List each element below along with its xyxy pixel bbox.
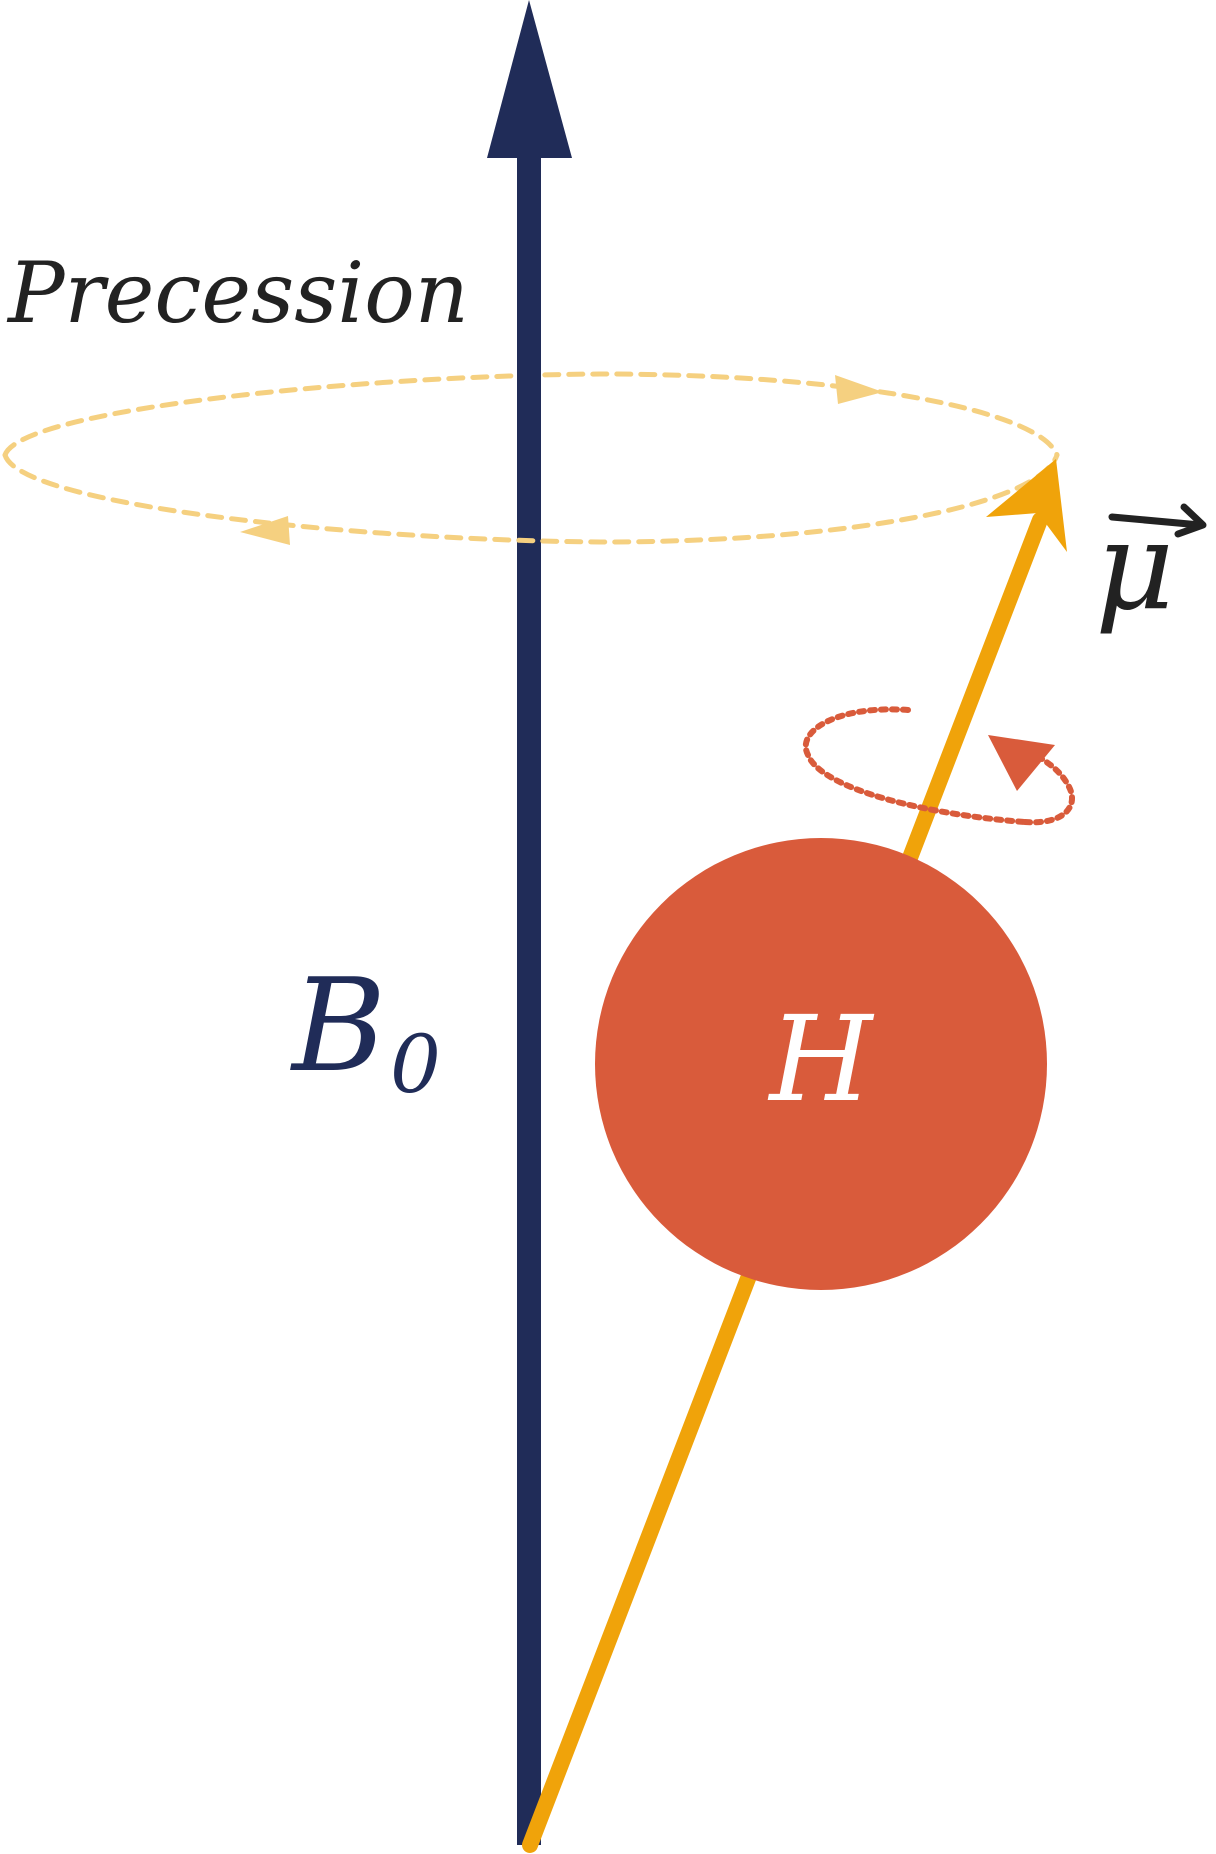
spin-direction-arrowhead-icon [988, 735, 1055, 791]
precession-orbit-back [2, 371, 1060, 458]
field-subscript-label: 0 [390, 1018, 441, 1111]
hydrogen-nucleus [595, 838, 1047, 1290]
nucleus-label: H [768, 990, 875, 1128]
spin-orbit-back [802, 706, 1028, 825]
precession-label: Precession [6, 244, 469, 342]
b0-field-arrowhead-icon [487, 0, 572, 158]
field-symbol-label: B [290, 952, 386, 1101]
moment-vector-arrow-icon [1174, 503, 1207, 538]
magnetic-moment-arrowhead-icon [986, 459, 1067, 552]
spin-orbit-front [1022, 749, 1075, 826]
precession-orbit-front [2, 452, 1060, 545]
moment-vector-bar [1108, 513, 1204, 529]
precession-direction-left-icon [240, 516, 290, 545]
precession-direction-right-icon [835, 375, 883, 404]
